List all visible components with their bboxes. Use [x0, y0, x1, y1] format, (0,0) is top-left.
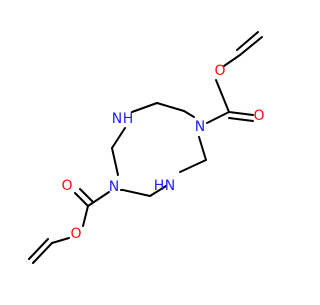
atom-o-ester-left: O	[70, 226, 81, 242]
right-vinyl-carbamate	[206, 31, 263, 124]
bond-ester-o-vinyl-c-left	[51, 237, 70, 244]
bond-vinyl-double-2	[236, 31, 259, 51]
ring-bonds	[111, 102, 207, 197]
bond-carbonyl-double-left-1	[74, 192, 89, 207]
bond-vinyl-double-left-2	[28, 238, 49, 260]
bond-ester-o-vinyl-c	[223, 54, 241, 67]
bond-carbonyl-double-2	[228, 117, 254, 122]
bond-nh-upper-ch2	[131, 102, 158, 113]
atom-o-carbonyl-left: O	[61, 178, 72, 194]
atom-n-upper-nh: N	[112, 111, 122, 127]
bond-carbonyl-double-left-2	[79, 188, 94, 203]
bond-ch2-ch2-left	[111, 127, 126, 149]
molecule-diagram: N H N N H N O O O O	[28, 31, 265, 264]
atom-h-lower: H	[154, 178, 165, 194]
atom-h-upper: H	[123, 111, 134, 127]
left-vinyl-carbamate	[28, 188, 110, 264]
bond-ch2-nh-lower	[179, 159, 207, 173]
atom-n-left: N	[109, 179, 119, 195]
bond-ch2-ch2-bottom	[122, 189, 151, 197]
bond-carbonyl-c-ester-o-left	[82, 205, 89, 227]
bond-n-left-carbonyl-c	[87, 191, 110, 207]
bond-n-right-ch2	[198, 136, 207, 161]
bond-vinyl-double-1	[239, 36, 263, 56]
structure-svg: N H N N H N O O O O	[28, 31, 265, 264]
bond-ch2-ch2-top	[156, 102, 185, 112]
bond-ch2-n-right	[183, 110, 195, 118]
bond-n-right-carbonyl-c	[206, 111, 230, 124]
bond-n-left-ch2	[111, 147, 119, 176]
atom-o-carbonyl-right: O	[253, 108, 264, 124]
bond-nh-lower-ch2	[149, 185, 167, 197]
bond-carbonyl-double-1	[228, 111, 254, 116]
bond-carbonyl-c-ester-o	[215, 79, 230, 113]
atom-n-lower-nh: N	[165, 178, 175, 194]
atom-labels: N H N N H N O O O O	[61, 63, 264, 242]
bond-vinyl-double-left-1	[32, 242, 53, 264]
atom-o-ester-right: O	[214, 63, 225, 79]
atom-n-right: N	[195, 119, 205, 135]
